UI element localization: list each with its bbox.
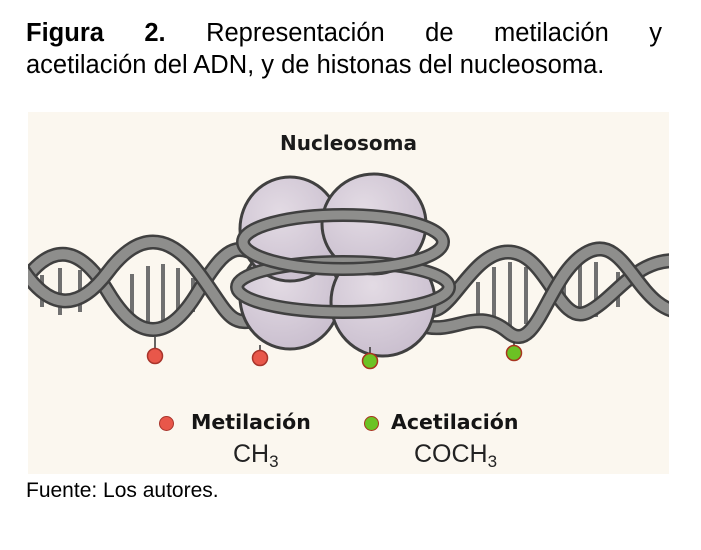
formula-acetylation: COCH3 bbox=[414, 440, 497, 472]
caption-word: Representación bbox=[206, 19, 385, 47]
formula-methylation: CH3 bbox=[233, 440, 279, 472]
dna-helix-right bbox=[415, 241, 669, 344]
legend-label-acetylation: Acetilación bbox=[391, 410, 519, 434]
formula-subscript: 3 bbox=[269, 452, 279, 471]
modification-markers bbox=[146, 337, 523, 370]
dna-wrap bbox=[230, 208, 456, 319]
formula-main: COCH bbox=[414, 440, 488, 468]
formula-main: CH bbox=[233, 440, 270, 468]
histone-octamer bbox=[238, 172, 437, 358]
caption-label: Figura bbox=[26, 19, 104, 47]
caption-line-2: acetilación del ADN, y de histonas del n… bbox=[26, 51, 605, 79]
methylation-marker bbox=[251, 349, 269, 367]
figure-caption: Figura 2. Representación de metilación y… bbox=[26, 17, 662, 81]
caption-line-1: Figura 2. Representación de metilación y bbox=[26, 17, 662, 49]
acetylation-marker bbox=[361, 352, 379, 370]
caption-number: 2. bbox=[144, 19, 166, 47]
legend-marker-acetylation bbox=[364, 416, 379, 431]
acetylation-marker bbox=[505, 344, 523, 362]
figure-source: Fuente: Los autores. bbox=[26, 479, 219, 502]
dna-helix-left bbox=[28, 234, 276, 337]
legend-label-methylation: Metilación bbox=[191, 410, 311, 434]
figure-title: Nucleosoma bbox=[280, 131, 417, 155]
nucleosome-figure: Nucleosoma Metilación CH3 Acetilación CO… bbox=[28, 112, 669, 474]
nucleosome-illustration bbox=[28, 172, 669, 370]
formula-subscript: 3 bbox=[487, 452, 498, 471]
methylation-marker bbox=[146, 347, 164, 365]
caption-word: y bbox=[649, 19, 662, 47]
caption-word: de bbox=[425, 19, 454, 47]
legend-marker-methylation bbox=[159, 416, 174, 431]
caption-word: metilación bbox=[493, 19, 609, 47]
